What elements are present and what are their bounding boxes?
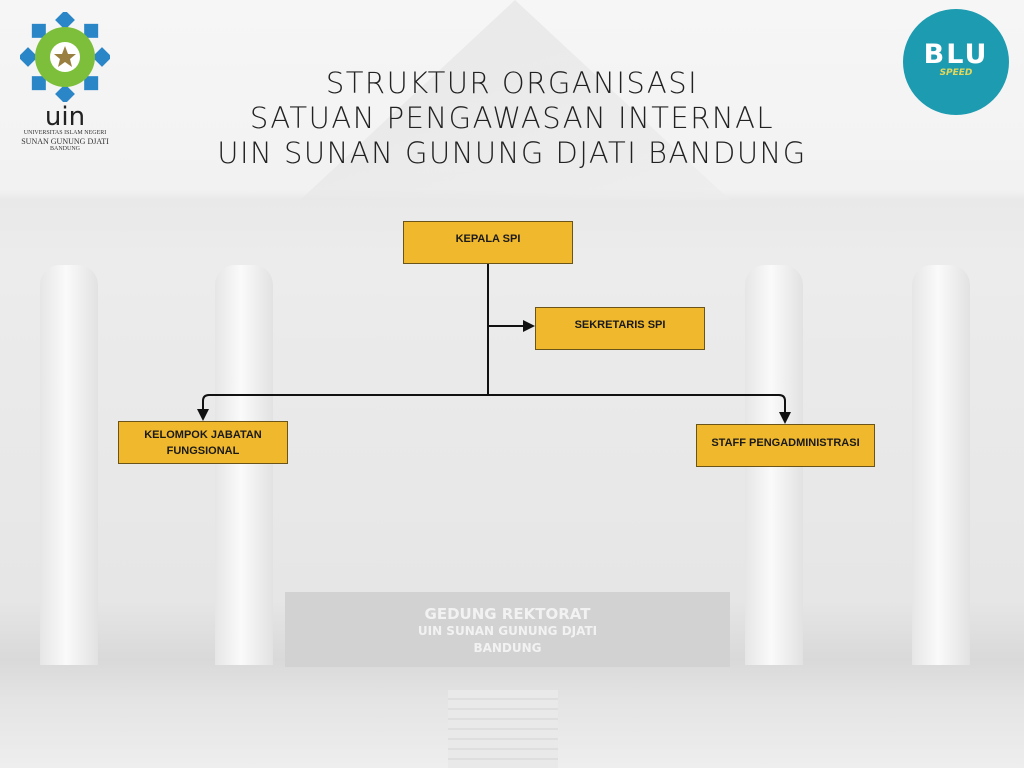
sign-line-1: GEDUNG REKTORAT [424, 605, 591, 623]
uin-star-emblem-icon [18, 10, 112, 104]
column [912, 265, 970, 665]
node-staff-pengadministrasi: STAFF PENGADMINISTRASI [696, 424, 875, 467]
node-label: SEKRETARIS SPI [574, 318, 666, 331]
node-label: KELOMPOK JABATAN FUNGSIONAL [144, 428, 262, 457]
connector-admin [488, 394, 791, 424]
title-line-1: STRUKTUR ORGANISASI [325, 66, 699, 100]
uin-line-2: SUNAN GUNUNG DJATI [21, 137, 109, 146]
node-sekretaris-spi: SEKRETARIS SPI [535, 307, 705, 350]
uin-line-1: UNIVERSITAS ISLAM NEGERI [23, 130, 107, 136]
page-title: STRUKTUR ORGANISASI SATUAN PENGAWASAN IN… [0, 66, 1024, 171]
node-label: KEPALA SPI [455, 232, 521, 245]
node-kelompok-jabatan-fungsional: KELOMPOK JABATAN FUNGSIONAL [118, 421, 288, 464]
walkway [448, 690, 558, 768]
sign-line-2: UIN SUNAN GUNUNG DJATI [417, 624, 598, 638]
column [215, 265, 273, 665]
uin-line-3: BANDUNG [50, 146, 80, 152]
node-label: STAFF PENGADMINISTRASI [711, 436, 860, 449]
uin-logo: uin UNIVERSITAS ISLAM NEGERI SUNAN GUNUN… [10, 10, 120, 162]
uin-wordmark: uin [44, 102, 86, 132]
blu-speed-logo: BLU SPEED [903, 9, 1009, 115]
title-line-3: UIN SUNAN GUNUNG DJATI BANDUNG [217, 136, 807, 170]
title-line-2: SATUAN PENGAWASAN INTERNAL [249, 101, 775, 135]
building-sign: GEDUNG REKTORAT UIN SUNAN GUNUNG DJATI B… [285, 592, 730, 667]
node-kepala-spi: KEPALA SPI [403, 221, 573, 264]
blu-speed-text: SPEED [939, 68, 973, 78]
column [40, 265, 98, 665]
connector-functional [197, 394, 488, 421]
sign-line-3: BANDUNG [473, 641, 542, 655]
blu-wordmark: BLU [923, 39, 989, 70]
